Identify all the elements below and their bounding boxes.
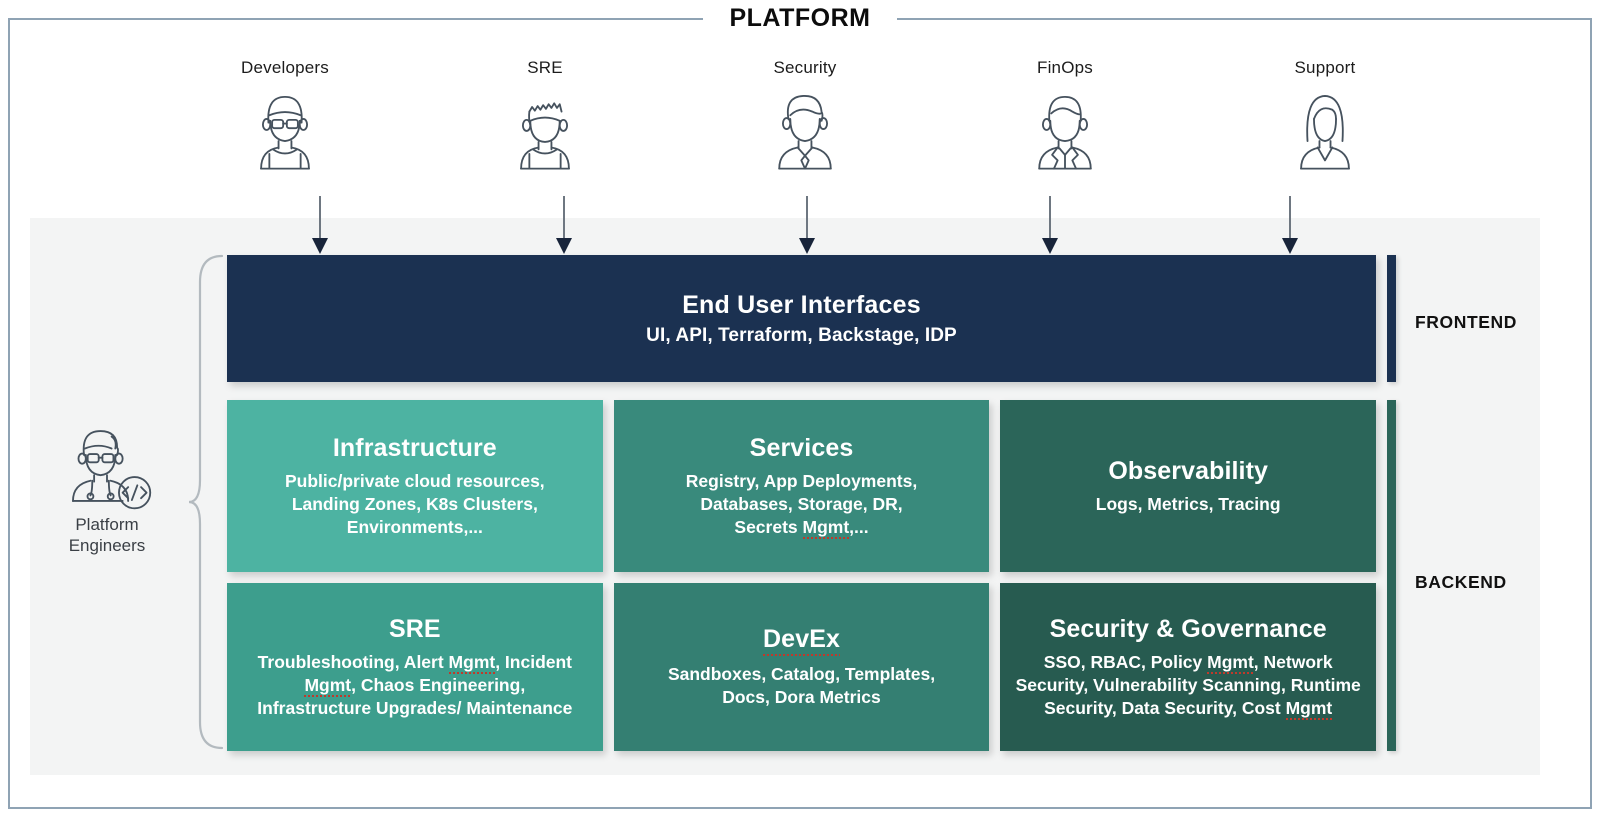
backend-rail xyxy=(1387,400,1396,751)
card-title: DevEx xyxy=(763,625,840,656)
card-title: Services xyxy=(749,433,854,462)
card-devex[interactable]: DevEx Sandboxes, Catalog, Templates,Docs… xyxy=(613,583,990,751)
arrow-security xyxy=(799,196,815,254)
grouping-brace xyxy=(188,254,224,750)
card-subtitle: Sandboxes, Catalog, Templates,Docs, Dora… xyxy=(667,664,936,707)
arrow-sre xyxy=(556,196,572,254)
person-spiky-hair-icon xyxy=(520,102,570,170)
card-sre[interactable]: SRE Troubleshooting, Alert Mgmt, Inciden… xyxy=(227,583,603,751)
persona-label: Developers xyxy=(241,58,329,77)
backend-row-bottom: SRE Troubleshooting, Alert Mgmt, Inciden… xyxy=(227,583,1377,751)
end-user-interfaces-band[interactable]: End User Interfaces UI, API, Terraform, … xyxy=(227,255,1376,382)
persona-label: Security xyxy=(773,58,837,77)
page-title: PLATFORM xyxy=(0,0,1600,36)
platform-engineers-label: Platform Engineers xyxy=(69,514,146,556)
pe-label-line1: Platform xyxy=(75,515,139,534)
arrow-support xyxy=(1282,196,1298,254)
person-long-hair-icon xyxy=(1300,95,1350,170)
pe-label-line2: Engineers xyxy=(68,536,146,555)
arrow-finops xyxy=(1042,196,1058,254)
card-infrastructure[interactable]: Infrastructure Public/private cloud reso… xyxy=(227,400,603,572)
persona-developers[interactable]: Developers xyxy=(210,58,360,176)
persona-sre[interactable]: SRE xyxy=(470,58,620,176)
card-title: Security & Governance xyxy=(1049,614,1327,643)
frontend-label: FRONTEND xyxy=(1415,312,1518,332)
platform-engineer-code-badge-icon xyxy=(72,430,152,510)
card-observability[interactable]: Observability Logs, Metrics, Tracing xyxy=(1000,400,1377,572)
card-title: Observability xyxy=(1108,456,1269,485)
card-title: Infrastructure xyxy=(332,433,497,462)
persona-label: Support xyxy=(1294,58,1356,77)
card-subtitle: Registry, App Deployments,Databases, Sto… xyxy=(685,470,918,539)
person-glasses-icon xyxy=(260,95,310,170)
persona-security[interactable]: Security xyxy=(730,58,880,176)
person-blazer-icon xyxy=(1038,95,1092,170)
card-subtitle: Public/private cloud resources,Landing Z… xyxy=(285,470,545,537)
person-suit-tie-icon xyxy=(778,95,832,170)
persona-row: Developers xyxy=(210,58,1400,208)
page-title-text: PLATFORM xyxy=(703,4,897,32)
persona-label: FinOps xyxy=(1037,58,1093,77)
card-subtitle: Logs, Metrics, Tracing xyxy=(1095,493,1281,514)
band-subtitle: UI, API, Terraform, Backstage, IDP xyxy=(646,324,957,346)
arrow-developers xyxy=(312,196,328,254)
persona-support[interactable]: Support xyxy=(1250,58,1400,176)
card-title: SRE xyxy=(388,614,441,643)
persona-label: SRE xyxy=(527,58,563,77)
frontend-rail xyxy=(1387,255,1396,382)
persona-finops[interactable]: FinOps xyxy=(990,58,1140,176)
card-services[interactable]: Services Registry, App Deployments,Datab… xyxy=(613,400,990,572)
backend-label: BACKEND xyxy=(1415,572,1507,592)
backend-row-middle: Infrastructure Public/private cloud reso… xyxy=(227,400,1377,572)
band-title: End User Interfaces xyxy=(682,290,921,319)
card-security-governance[interactable]: Security & Governance SSO, RBAC, Policy … xyxy=(1000,583,1377,751)
platform-engineers-group[interactable]: Platform Engineers xyxy=(48,420,166,556)
